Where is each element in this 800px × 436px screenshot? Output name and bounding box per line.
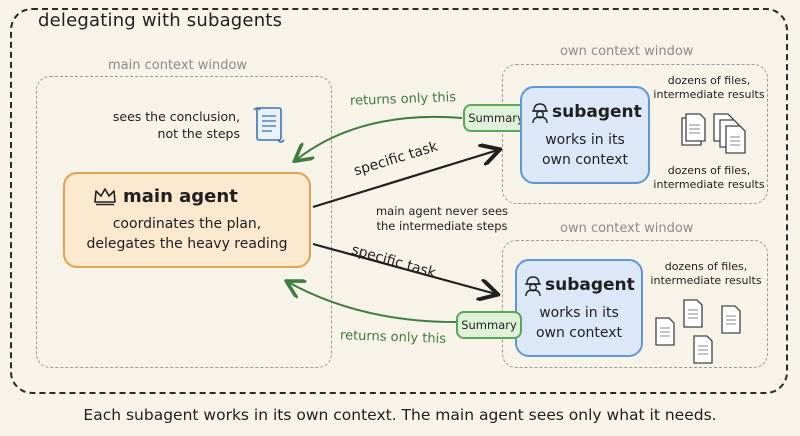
main-agent-box: main agent coordinates the plan, delegat… (63, 172, 311, 268)
files-note-bottom-line1: dozens of files, (664, 260, 748, 273)
task-arrow-bottom (312, 242, 496, 294)
subagent-bottom-desc-line1: works in its (539, 305, 619, 321)
main-agent-desc: coordinates the plan, delegates the heav… (65, 214, 309, 254)
files-note-bottom-line2: intermediate results (650, 274, 762, 287)
subagent-box-bottom: subagent works in its own context (515, 259, 643, 357)
subagent-top-desc-line1: works in its (545, 132, 625, 148)
scroll-icon (253, 107, 285, 143)
never-sees-line2: the intermediate steps (376, 219, 508, 233)
worker-icon (532, 103, 548, 124)
main-agent-name: main agent (123, 186, 238, 207)
files-note-top-a-line2: intermediate results (653, 88, 765, 101)
task-arrow-top (312, 150, 498, 209)
main-context-label: main context window (108, 58, 248, 73)
sees-note-line2: not the steps (157, 126, 240, 141)
subagent-bottom-zone-label: own context window (560, 221, 694, 236)
sees-conclusion-note: sees the conclusion, not the steps (90, 108, 240, 142)
subagent-top-name: subagent (552, 102, 642, 122)
documents-icon (655, 299, 741, 364)
never-sees-note: main agent never sees the intermediate s… (372, 204, 512, 234)
files-note-top-a-line1: dozens of files, (667, 74, 751, 87)
main-agent-desc-line1: coordinates the plan, (112, 216, 262, 232)
return-arrow-top (296, 115, 463, 160)
subagent-top-zone (502, 64, 768, 204)
files-note-top-b-line1: dozens of files, (667, 164, 751, 177)
never-sees-line1: main agent never sees (375, 204, 509, 218)
summary-badge-top: Summary (463, 104, 529, 132)
summary-badge-bottom: Summary (456, 311, 522, 339)
crown-icon (94, 188, 116, 206)
subagent-top-desc: works in its own context (522, 130, 648, 170)
subagent-bottom-desc: works in its own context (517, 303, 641, 343)
files-note-bottom: dozens of files, intermediate results (648, 260, 764, 288)
subagent-bottom-desc-line2: own context (535, 325, 623, 341)
sees-note-line1: sees the conclusion, (112, 109, 240, 124)
subagent-bottom-zone (502, 240, 768, 368)
files-note-top-a: dozens of files, intermediate results (652, 74, 766, 102)
subagent-top-desc-line2: own context (541, 152, 629, 168)
subagent-top-zone-label: own context window (560, 44, 694, 59)
subagent-bottom-name: subagent (545, 275, 635, 295)
files-note-top-b: dozens of files, intermediate results (652, 164, 766, 192)
main-context-zone (36, 76, 332, 368)
worker-icon (525, 276, 541, 297)
documents-icon (681, 113, 746, 154)
outer-frame (10, 8, 788, 394)
subagent-box-top: subagent works in its own context (520, 86, 650, 184)
return-arrow-bottom (288, 282, 457, 323)
main-agent-desc-line2: delegates the heavy reading (86, 236, 288, 252)
caption: Each subagent works in its own context. … (83, 406, 717, 424)
files-note-top-b-line2: intermediate results (653, 178, 765, 191)
diagram-title: delegating with subagents (38, 10, 283, 31)
